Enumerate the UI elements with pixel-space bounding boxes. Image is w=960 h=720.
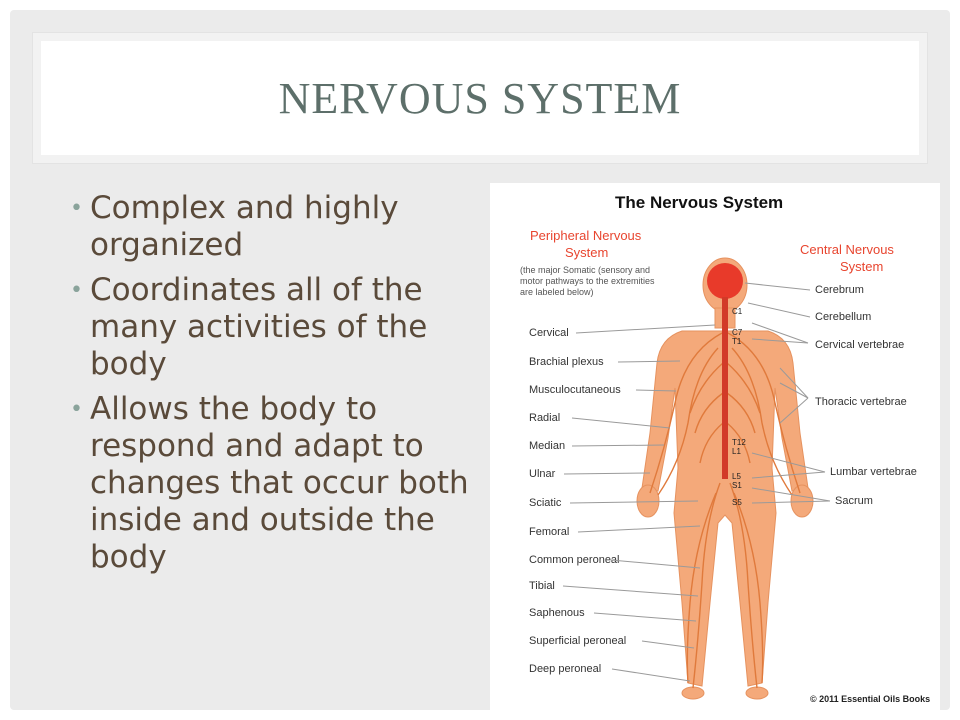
brain-icon: [707, 263, 743, 299]
left-leader-lines: [562, 324, 716, 682]
cns-label: Cerebellum: [815, 311, 871, 323]
body-silhouette: [636, 257, 814, 700]
spine-label: T1: [732, 337, 742, 346]
nerve-label: Median: [529, 440, 565, 452]
copyright-text: © 2011 Essential Oils Books: [810, 694, 930, 704]
spinal-cord: [722, 297, 728, 479]
spine-label: C1: [732, 307, 743, 316]
nerve-label: Saphenous: [529, 607, 585, 619]
spine-label: L1: [732, 447, 741, 456]
cns-label: Thoracic vertebrae: [815, 396, 907, 408]
bullet-text: Allows the body to respond and adapt to …: [90, 391, 469, 575]
nerve-label: Tibial: [529, 580, 555, 592]
bullet-dot-icon: •: [70, 196, 83, 221]
nerve-label: Brachial plexus: [529, 356, 604, 368]
nerve-label: Ulnar: [529, 468, 556, 480]
right-labels: Cerebrum Cerebellum Cervical vertebrae T…: [815, 284, 917, 507]
nerve-label: Radial: [529, 412, 560, 424]
spine-labels: C1 C7 T1 T12 L1 L5 S1 S5: [732, 307, 746, 507]
bullet-dot-icon: •: [70, 278, 83, 303]
left-labels: Cervical Brachial plexus Musculocutaneou…: [529, 327, 626, 675]
pns-note-line2: motor pathways to the extremities: [520, 276, 655, 286]
bullet-text: Complex and highly organized: [90, 190, 399, 263]
cns-title-line1: Central Nervous: [800, 242, 894, 257]
nerve-label: Sciatic: [529, 497, 562, 509]
spine-label: C7: [732, 328, 743, 337]
pns-title-line1: Peripheral Nervous: [530, 228, 642, 243]
nervous-system-diagram: The Nervous System Peripheral Nervous Sy…: [490, 183, 940, 710]
slide-title: NERVOUS SYSTEM: [278, 73, 682, 123]
bullet-dot-icon: •: [70, 397, 83, 422]
nerve-label: Deep peroneal: [529, 663, 601, 675]
cns-label: Cerebrum: [815, 284, 864, 296]
nerve-network: [649, 332, 801, 689]
diagram-svg: The Nervous System Peripheral Nervous Sy…: [520, 193, 930, 704]
nerve-label: Cervical: [529, 327, 569, 339]
title-inner: NERVOUS SYSTEM: [41, 41, 919, 155]
spine-label: S5: [732, 498, 742, 507]
bullet-item: • Complex and highly organized: [70, 190, 470, 264]
spine-label: T12: [732, 438, 746, 447]
bullet-item: • Allows the body to respond and adapt to…: [70, 391, 470, 576]
cns-label: Cervical vertebrae: [815, 339, 904, 351]
nerve-label: Common peroneal: [529, 554, 620, 566]
nerve-label: Femoral: [529, 526, 569, 538]
nerve-label: Musculocutaneous: [529, 384, 621, 396]
bullet-item: • Coordinates all of the many activities …: [70, 272, 470, 383]
spine-label: L5: [732, 472, 741, 481]
cns-label: Lumbar vertebrae: [830, 466, 917, 478]
cns-title-line2: System: [840, 259, 883, 274]
bullet-list: • Complex and highly organized • Coordinat…: [70, 190, 470, 584]
diagram-title: The Nervous System: [615, 193, 783, 212]
slide: NERVOUS SYSTEM • Complex and highly organ…: [10, 10, 950, 710]
pns-note-line1: (the major Somatic (sensory and: [520, 265, 650, 275]
title-box: NERVOUS SYSTEM: [32, 32, 928, 164]
cns-label: Sacrum: [835, 495, 873, 507]
nerve-label: Superficial peroneal: [529, 635, 626, 647]
bullet-text: Coordinates all of the many activities o…: [90, 272, 428, 382]
pns-note-line3: are labeled below): [520, 287, 594, 297]
right-leader-lines: [744, 282, 831, 504]
spine-label: S1: [732, 481, 742, 490]
pns-title-line2: System: [565, 245, 608, 260]
